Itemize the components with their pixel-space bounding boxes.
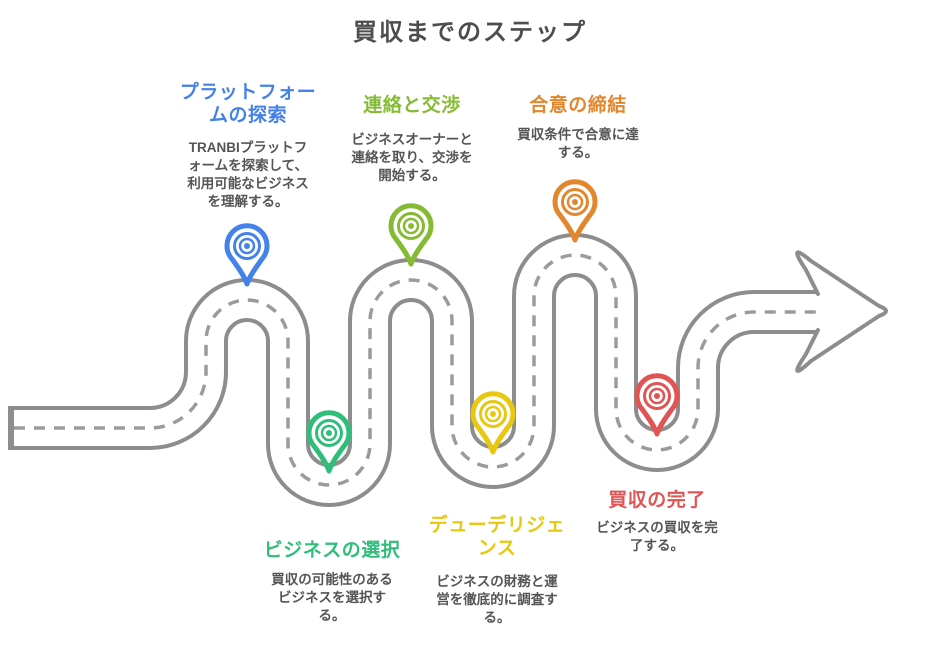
step2-description: 買収の可能性のある ビジネスを選択す る。 (271, 572, 393, 623)
location-pin-icon-step4 (470, 391, 516, 455)
step6-description: ビジネスの買収を完 了する。 (596, 520, 718, 553)
step5-description: 買収条件で合意に達 する。 (517, 127, 639, 160)
step1-description: TRANBIプラットフ ォームを探索して、 利用可能なビジネス を理解する。 (187, 140, 309, 209)
step4-description: ビジネスの財務と運 営を徹底的に調査す る。 (436, 574, 558, 625)
step6-heading: 買収の完了 (608, 490, 706, 511)
road-center-dashed-line (14, 253, 820, 487)
step3-heading: 連絡と交渉 (363, 95, 461, 116)
arrow-head-icon (795, 250, 888, 373)
step4-heading: デューデリジェ ンス (428, 515, 566, 559)
location-pin-icon-step5 (552, 179, 598, 243)
location-pin-icon-step1 (224, 223, 270, 287)
step2-heading: ビジネスの選択 (263, 540, 401, 561)
road-surface (14, 237, 834, 503)
step1-heading: プラットフォー ムの探索 (179, 82, 317, 126)
location-pin-icon-step6 (634, 373, 680, 437)
page-title: 買収までのステップ (353, 19, 587, 46)
location-pin-icon-step3 (388, 203, 434, 267)
step5-heading: 合意の締結 (529, 95, 627, 116)
step3-description: ビジネスオーナーと 連絡を取り、交渉を 開始する。 (351, 132, 473, 183)
location-pin-icon-step2 (306, 410, 352, 474)
